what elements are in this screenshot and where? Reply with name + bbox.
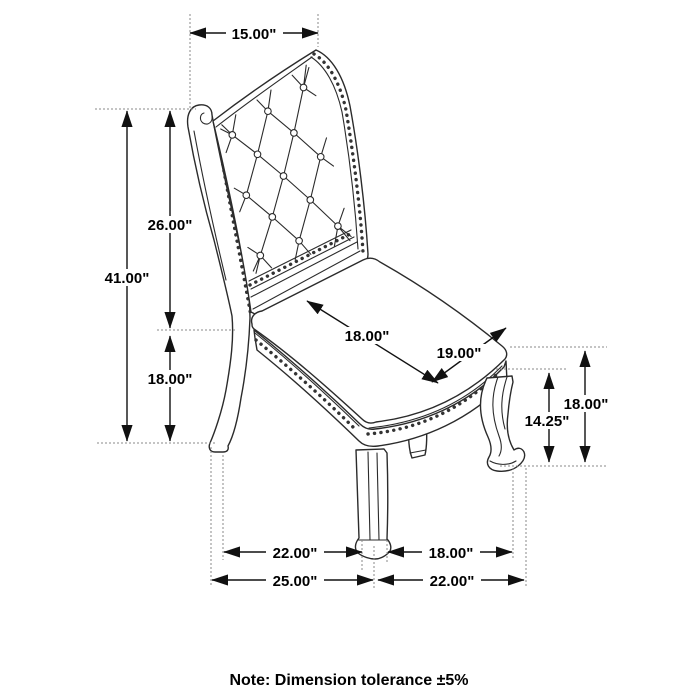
dim-label-seat-height-left: 18.00" — [148, 371, 193, 388]
tufting-button — [299, 83, 308, 92]
dimension-overall-height: 41.00" — [99, 110, 156, 442]
dimension-front-leg-height: 14.25" — [518, 372, 576, 463]
dimension-seat-width: 19.00" — [430, 327, 507, 383]
dim-label-front-legs-inner: 18.00" — [429, 545, 474, 562]
chair-front-right-leg — [479, 375, 526, 472]
chair-front-left-leg — [354, 448, 392, 560]
dimension-seat-height-right: 18.00" — [557, 350, 615, 463]
tufting-button — [334, 222, 342, 230]
dim-label-seat-depth: 18.00" — [345, 328, 390, 345]
dim-label-back-height: 26.00" — [148, 217, 193, 234]
dim-label-top-back-width: 15.00" — [232, 26, 277, 43]
tufting-button — [264, 107, 272, 116]
diamond-tufting-pattern — [220, 64, 352, 274]
tufting-button — [253, 150, 262, 159]
tufting-button — [268, 213, 277, 221]
dimension-seat-height-left: 18.00" — [142, 335, 199, 442]
tufting-button — [228, 131, 237, 139]
dimension-seat-depth: 18.00" — [306, 300, 439, 384]
dim-label-overall-height: 41.00" — [105, 270, 150, 287]
tufting-button — [306, 196, 315, 204]
dimension-annotations: 15.00" 41.00" 26.00" 18.00" 18.00" 19.00… — [99, 25, 615, 590]
dimension-width-overall: 22.00" — [377, 572, 525, 590]
tufting-button — [290, 129, 298, 137]
dim-label-seat-width: 19.00" — [437, 345, 482, 362]
dim-label-width-overall: 22.00" — [430, 573, 475, 590]
tufting-button — [295, 236, 303, 245]
tufting-button — [279, 172, 288, 180]
dim-label-leg-depth-inner: 22.00" — [273, 545, 318, 562]
dimension-front-legs-inner: 18.00" — [387, 544, 513, 562]
dim-label-depth-overall: 25.00" — [273, 573, 318, 590]
dimension-back-height: 26.00" — [142, 110, 199, 329]
dim-label-seat-height-right: 18.00" — [564, 396, 609, 413]
tufting-button — [316, 152, 325, 161]
dim-label-front-leg-height: 14.25" — [525, 413, 570, 430]
tufting-button — [256, 251, 265, 260]
dimension-leg-depth-inner: 22.00" — [223, 544, 363, 562]
chair-back-panel — [212, 49, 369, 316]
tufting-button — [242, 191, 251, 200]
tolerance-note: Note: Dimension tolerance ±5% — [229, 672, 468, 689]
dimension-top-back-width: 15.00" — [189, 25, 319, 43]
chair-line-drawing — [186, 49, 526, 560]
dimension-depth-overall: 25.00" — [211, 572, 374, 590]
tufting-fold-lines — [220, 64, 352, 274]
